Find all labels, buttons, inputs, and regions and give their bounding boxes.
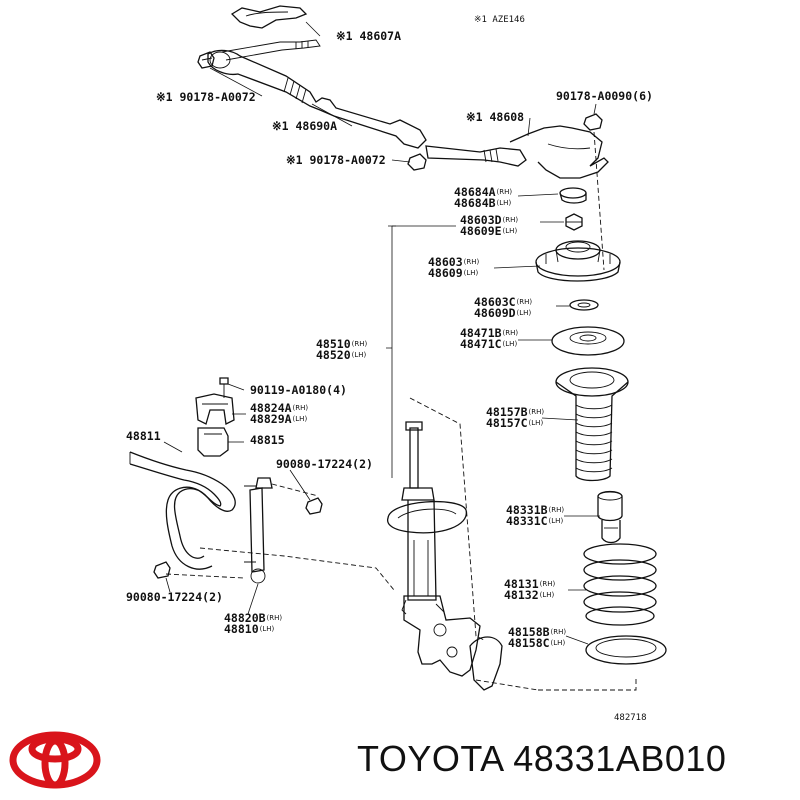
callout-c14-line-0: 48824A: [250, 401, 292, 415]
callout-c2-line-0: ※1 90178-A0072: [156, 90, 256, 104]
strut-bracket-line: [386, 225, 396, 478]
callout-c15-line-1: 48157C: [486, 416, 528, 430]
coil-spring-48131: [583, 543, 657, 626]
callout-c19-side-1: (LH): [549, 517, 564, 525]
callout-c22-side-0: (RH): [267, 614, 283, 622]
callout-c7-line-1: 48684B: [454, 196, 496, 210]
callout-c23-line-0: 48158B: [508, 625, 550, 639]
callout-c14-side-1: (LH): [293, 415, 308, 423]
nut-90080-17224-upper: [305, 497, 323, 515]
callout-c14-line-1: 48829A: [250, 412, 292, 426]
callout-c19-side-0: (RH): [549, 506, 565, 514]
ref-number: 482718: [614, 713, 647, 723]
callout-c13-line-0: 90119-A0180(4): [250, 383, 347, 397]
dust-cap-48684: [559, 187, 587, 204]
callout-c20-side-1: (LH): [540, 591, 555, 599]
spring-insulator-48158: [585, 635, 667, 665]
callout-c8-side-0: (RH): [503, 216, 519, 224]
callout-c20-line-1: 48132: [504, 588, 539, 602]
callout-labels: ※1 AZE146 482718 ※1 48607A ※1 90178-A0072…: [126, 15, 653, 723]
callout-c15-side-0: (RH): [529, 408, 545, 416]
callout-c20-line-0: 48131: [504, 577, 539, 591]
callout-c10-line-0: 48603C: [474, 295, 516, 309]
callout-c9-line-0: 48603: [428, 255, 463, 269]
stabilizer-link-48820b: [244, 477, 273, 584]
nut-48603d: [565, 213, 583, 231]
callout-c14-side-0: (RH): [293, 404, 309, 412]
callout-c23-side-0: (RH): [551, 628, 567, 636]
callout-c9-line-1: 48609: [428, 266, 463, 280]
callout-c11-line-0: 48471B: [460, 326, 502, 340]
lower-link-dash-guide: [165, 573, 245, 579]
callout-c8-side-1: (LH): [503, 227, 518, 235]
top-mount-48603: [535, 240, 621, 282]
bracket-48824a: [195, 393, 235, 425]
callout-c17-line-0: 48815: [250, 433, 285, 447]
threaded-rod-upper: [221, 39, 321, 61]
callout-c10-side-1: (LH): [517, 309, 532, 317]
bump-stop-48331: [597, 490, 623, 544]
bump-boot-48157: [555, 367, 629, 482]
callout-c18-line-0: 90080-17224(2): [276, 457, 373, 471]
washer-48603c: [569, 299, 599, 311]
upper-arm-48607a: [230, 5, 308, 29]
callout-c5-line-0: 90178-A0090(6): [556, 89, 653, 103]
callout-c7-side-0: (RH): [497, 188, 513, 196]
callout-c12-side-1: (LH): [352, 351, 367, 359]
steering-knuckle-outline: [469, 636, 503, 691]
stabilizer-bar-48811: [129, 451, 236, 570]
callout-c3-line-0: ※1 48690A: [272, 119, 337, 133]
callout-c21-line-0: 90080-17224(2): [126, 590, 223, 604]
nut-90178-a0072-left: [197, 51, 215, 69]
nut-90080-17224-lower: [153, 561, 171, 579]
assembly-bracket-line: [538, 676, 637, 691]
callout-c8-line-1: 48609E: [460, 224, 502, 238]
callout-c23-side-1: (LH): [551, 639, 566, 647]
spring-seat-48471: [551, 326, 625, 356]
callout-c11-line-1: 48471C: [460, 337, 502, 351]
callout-c15-side-1: (LH): [529, 419, 544, 427]
callout-c10-side-0: (RH): [517, 298, 533, 306]
leader-lines: [163, 21, 600, 645]
part-caption: TOYOTA 48331AB010: [357, 738, 727, 779]
model-note: ※1 AZE146: [474, 15, 525, 25]
callout-c20-side-0: (RH): [540, 580, 556, 588]
callout-c6-line-0: ※1 90178-A0072: [286, 153, 386, 167]
nut-90178-a0072-right: [407, 153, 427, 171]
callout-c7-line-0: 48684A: [454, 185, 496, 199]
nut-90178-a0090: [583, 113, 605, 271]
bushing-48815: [197, 427, 229, 457]
callout-c19-line-1: 48331C: [506, 514, 548, 528]
callout-c19-line-0: 48331B: [506, 503, 548, 517]
callout-c9-side-1: (LH): [464, 269, 479, 277]
callout-c7-side-1: (LH): [497, 199, 512, 207]
stabilizer-dash-guide: [199, 483, 395, 591]
callout-c12-line-1: 48520: [316, 348, 351, 362]
strut-48510: [386, 421, 481, 677]
callout-c12-side-0: (RH): [352, 340, 368, 348]
callout-c8-line-0: 48603D: [460, 213, 502, 227]
callout-c12-line-0: 48510: [316, 337, 351, 351]
callout-c16-line-0: 48811: [126, 429, 161, 443]
callout-c4-line-0: ※1 48608: [466, 110, 524, 124]
callout-c15-line-0: 48157B: [486, 405, 528, 419]
callout-c23-line-1: 48158C: [508, 636, 550, 650]
callout-c1-line-0: ※1 48607A: [336, 29, 401, 43]
callout-c11-side-0: (RH): [503, 329, 519, 337]
outer-tie-rod-48608: [425, 125, 609, 179]
callout-c11-side-1: (LH): [503, 340, 518, 348]
callout-c10-line-1: 48609D: [474, 306, 516, 320]
callout-c22-line-0: 48820B: [224, 611, 266, 625]
callout-c22-line-1: 48810: [224, 622, 259, 636]
toyota-logo-icon: [9, 731, 101, 789]
callout-c22-side-1: (LH): [260, 625, 275, 633]
rack-boot-48690a: [207, 49, 427, 149]
callout-c9-side-0: (RH): [464, 258, 480, 266]
